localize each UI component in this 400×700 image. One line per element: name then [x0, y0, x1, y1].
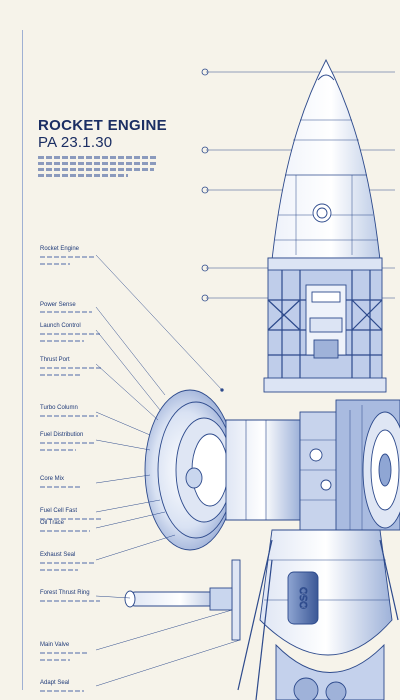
callout-scribble: [40, 449, 76, 451]
callout-label: Fuel Cell Fast: [40, 508, 78, 514]
callout-scribble: [40, 569, 78, 571]
callout-scribble: [40, 263, 70, 265]
callout-scribble: [40, 333, 100, 335]
callout-scribble: [40, 415, 98, 417]
nose-cone: [271, 59, 381, 261]
callout-scribble: [40, 442, 96, 444]
callout-scribble: [40, 562, 96, 564]
callout-scribble: [40, 486, 80, 488]
callout-label: Power Sense: [40, 302, 76, 308]
frame-border-line: [22, 30, 23, 690]
side-nozzle-dish: [144, 389, 341, 551]
description-scribble: [38, 174, 128, 177]
lower-booster: OSO: [259, 529, 393, 700]
title-description: [38, 156, 168, 177]
callout-label: Main Valve: [40, 642, 70, 648]
callout-scribble: [40, 518, 102, 520]
title-block: ROCKET ENGINE PA 23.1.30: [38, 118, 168, 180]
callout-scribble: [40, 256, 96, 258]
callout-scribble: [40, 659, 70, 661]
drawing-title: ROCKET ENGINE: [38, 117, 167, 134]
engine-cage: [263, 257, 387, 393]
drawing-subtitle: PA 23.1.30: [38, 134, 113, 151]
callout-label: Exhaust Seal: [40, 552, 76, 558]
callout-label: Thrust Port: [40, 357, 70, 363]
callout-label: Rocket Engine: [40, 246, 80, 252]
callout-scribble: [40, 374, 80, 376]
description-scribble: [38, 156, 158, 159]
turbine-section: [335, 399, 400, 535]
callout-scribble: [40, 367, 102, 369]
callout-scribble: [40, 311, 92, 313]
callout-scribble: [40, 600, 100, 602]
callout-label: Launch Control: [40, 323, 81, 329]
support-legs: [237, 539, 399, 700]
callout-scribble: [40, 690, 84, 692]
callout-label: Core Mix: [40, 476, 65, 482]
description-scribble: [38, 162, 156, 165]
callout-scribble: [40, 340, 84, 342]
side-probe: [124, 559, 241, 641]
callout-label: Fuel Distribution: [40, 432, 84, 438]
callout-label: Turbo Column: [40, 405, 78, 411]
callout-label: Oil Trace: [40, 520, 65, 526]
callout-scribble: [40, 530, 90, 532]
svg-text:OSO: OSO: [299, 587, 310, 609]
description-scribble: [38, 168, 154, 171]
callout-label: Forest Thrust Ring: [40, 590, 90, 596]
leader-lines: [95, 254, 241, 687]
callout-label: Adapt Seal: [40, 680, 70, 686]
callout-scribble: [40, 652, 88, 654]
